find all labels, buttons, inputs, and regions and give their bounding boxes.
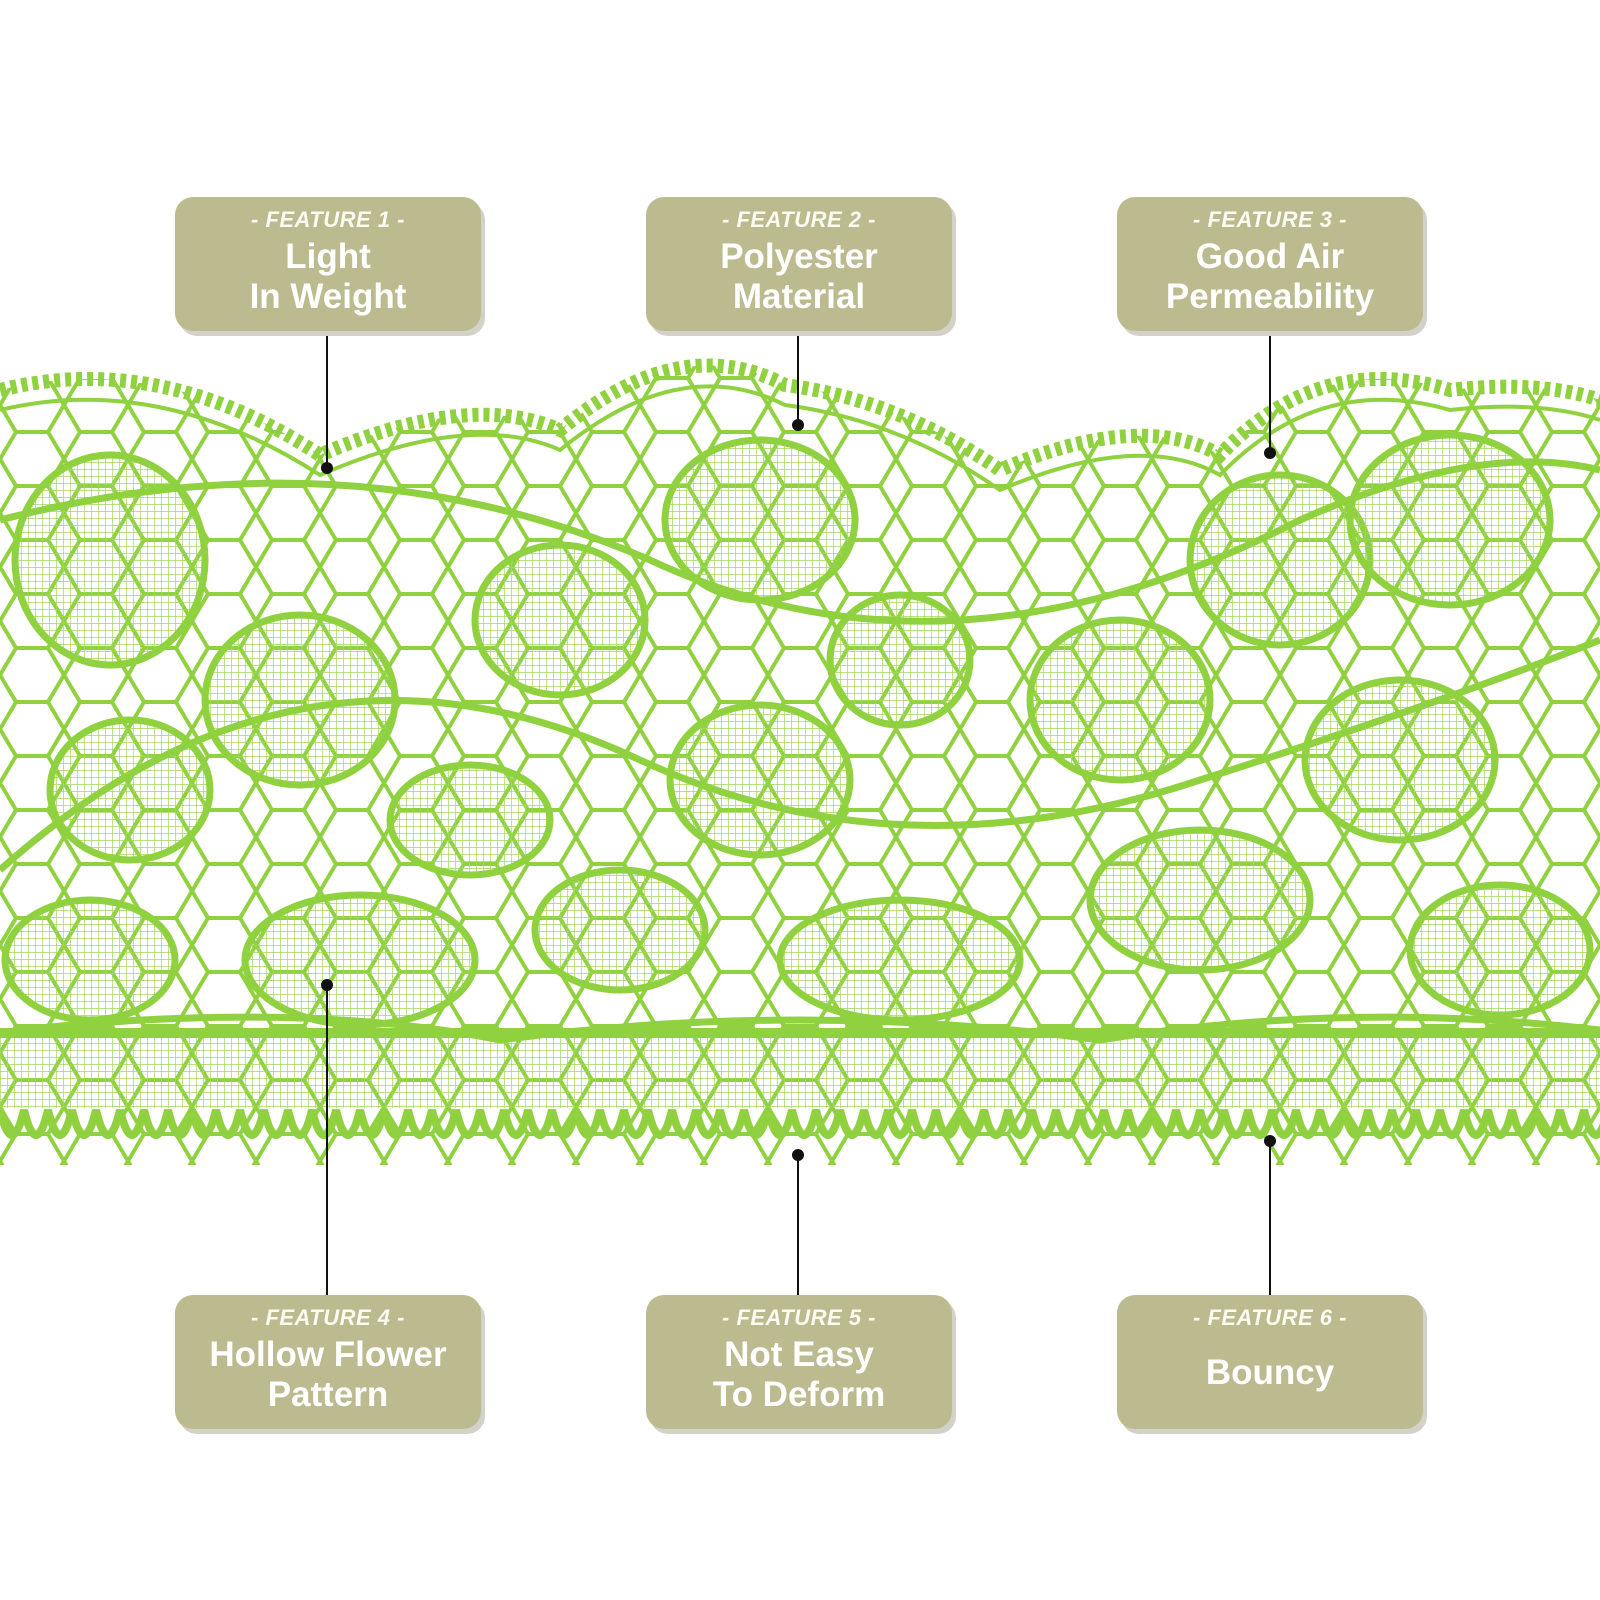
connector-dot-1	[321, 462, 333, 474]
feature-tag: - FEATURE 2 -	[722, 207, 876, 232]
feature-card-2: - FEATURE 2 - Polyester Material	[646, 197, 952, 331]
lace-top-scallop-edge	[0, 358, 1600, 478]
feature-card-3: - FEATURE 3 - Good Air Permeability	[1117, 197, 1423, 331]
connector-line-5	[797, 1155, 799, 1295]
feature-title: Not Easy To Deform	[712, 1335, 886, 1414]
feature-tag: - FEATURE 5 -	[722, 1305, 876, 1330]
feature-card-4: - FEATURE 4 - Hollow Flower Pattern	[175, 1295, 481, 1429]
feature-tag: - FEATURE 6 -	[1193, 1305, 1347, 1330]
feature-tag: - FEATURE 4 -	[251, 1305, 405, 1330]
feature-title: Bouncy	[1205, 1353, 1335, 1392]
lace-bottom-threads	[0, 1038, 1600, 1108]
feature-tag: - FEATURE 3 -	[1193, 207, 1347, 232]
feature-card-6: - FEATURE 6 - Bouncy	[1117, 1295, 1423, 1429]
feature-title: Good Air Permeability	[1165, 237, 1375, 316]
connector-dot-2	[792, 419, 804, 431]
connector-line-2	[797, 330, 799, 425]
lace-flower-motifs	[1, 431, 1594, 1029]
feature-card-1: - FEATURE 1 - Light In Weight	[175, 197, 481, 331]
connector-line-6	[1269, 1141, 1271, 1295]
lace-top-scallop-edge	[0, 384, 1600, 493]
lace-bottom-band	[0, 1028, 1600, 1038]
connector-dot-5	[792, 1149, 804, 1161]
connector-dot-4	[321, 979, 333, 991]
lace-swirl-lines	[0, 458, 1600, 1044]
connector-line-3	[1269, 330, 1271, 453]
feature-title: Hollow Flower Pattern	[209, 1335, 447, 1414]
connector-dot-3	[1264, 447, 1276, 459]
feature-card-5: - FEATURE 5 - Not Easy To Deform	[646, 1295, 952, 1429]
lace-bottom-picot-edge	[0, 1109, 1600, 1139]
feature-title: Polyester Material	[720, 237, 878, 316]
connector-line-4	[326, 985, 328, 1295]
connector-dot-6	[1264, 1135, 1276, 1147]
feature-tag: - FEATURE 1 -	[251, 207, 405, 232]
feature-title: Light In Weight	[249, 237, 407, 316]
connector-line-1	[326, 330, 328, 468]
